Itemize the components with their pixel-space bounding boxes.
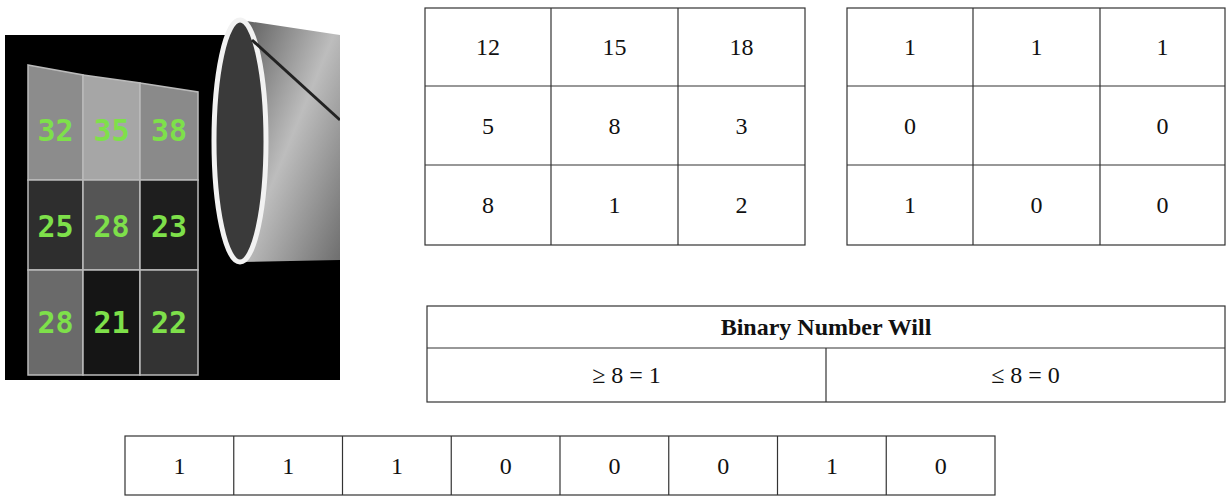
table-header: Binary Number Will [721,314,932,340]
binary-cell: 1 [1157,34,1169,60]
bit-cell: 1 [173,453,185,479]
binary-cell: 1 [904,34,916,60]
sensor-value: 21 [93,306,129,339]
sensor-value: 38 [151,114,187,147]
binary-cell: 0 [904,112,916,138]
bit-cell: 0 [717,453,729,479]
binary-cell: 0 [1157,192,1169,218]
table-cell: 1 [609,192,621,218]
sensor-value: 28 [93,210,129,243]
binary-cell: 0 [1157,112,1169,138]
sensor-value: 25 [37,210,73,243]
table-cell: 18 [730,34,754,60]
binary-cell: 1 [904,192,916,218]
table-cell: 15 [603,34,627,60]
bit-cell: 0 [608,453,620,479]
table-grid [125,8,1225,495]
sensor-value: 23 [151,210,187,243]
table-cell: 8 [609,112,621,138]
sensor-value: 28 [37,306,73,339]
sensor-value: 22 [151,306,187,339]
rule-cell: ≤ 8 = 0 [991,362,1060,388]
cone-lens [214,0,350,496]
table-cell: 5 [482,112,494,138]
sensor-value: 32 [37,114,73,147]
bit-cell: 0 [500,453,512,479]
binary-cell: 1 [1031,34,1043,60]
table-cell: 12 [476,34,500,60]
bit-cell: 1 [826,453,838,479]
table-cell: 2 [736,192,748,218]
table-cell: 3 [736,112,748,138]
bit-cell: 0 [935,453,947,479]
bit-cell: 1 [282,453,294,479]
binary-cell: 0 [1031,192,1043,218]
sensor-value: 35 [93,114,129,147]
bit-cell: 1 [391,453,403,479]
table-cell: 8 [482,192,494,218]
rule-cell: ≥ 8 = 1 [592,362,661,388]
sensor-grid [28,65,198,375]
